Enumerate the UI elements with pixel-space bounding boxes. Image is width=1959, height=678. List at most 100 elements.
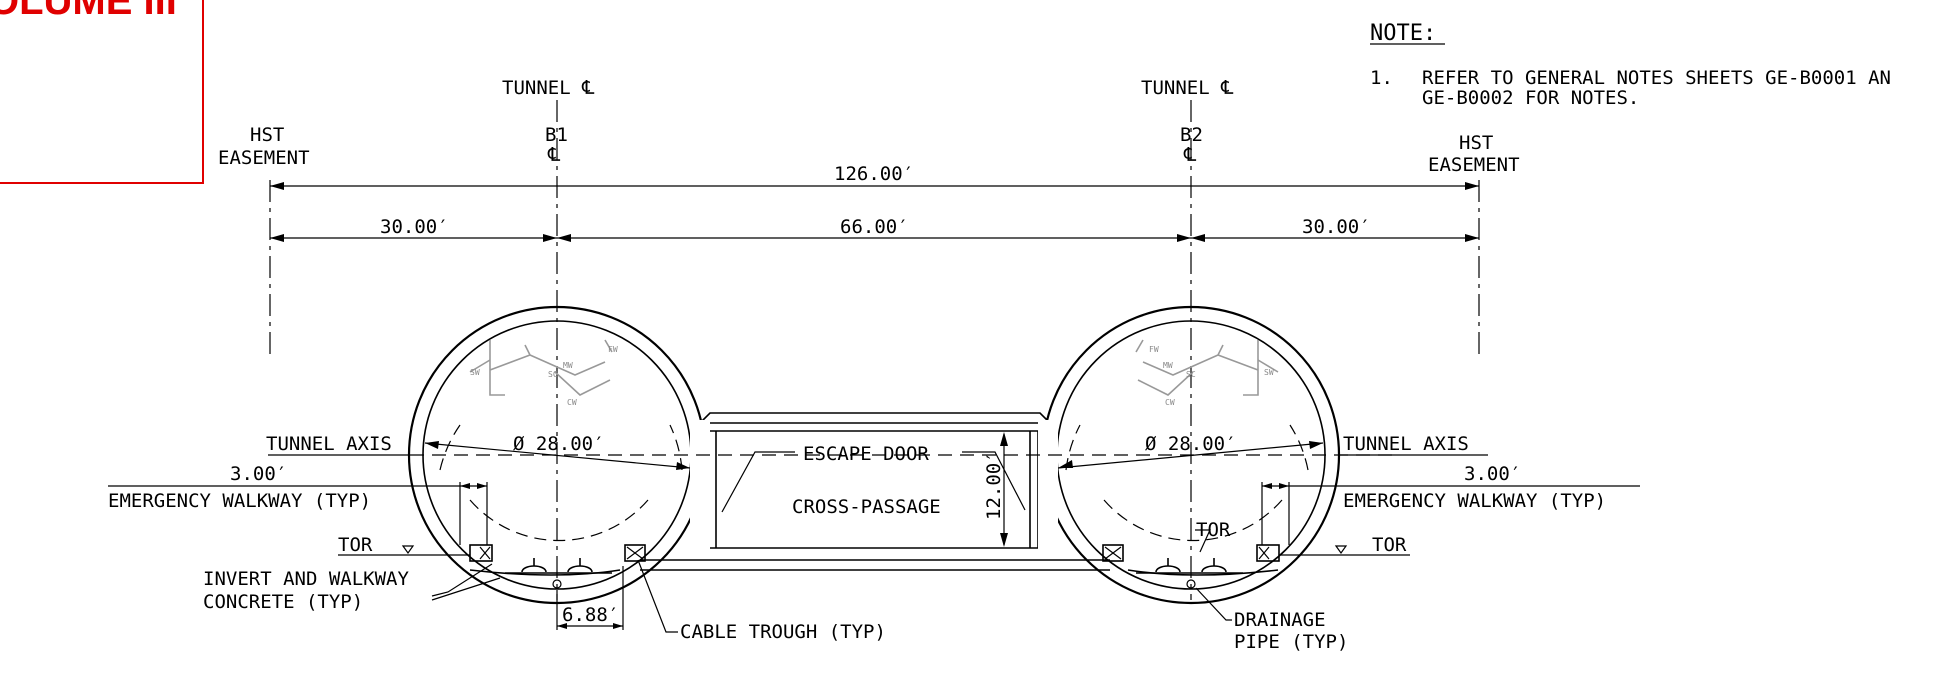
hst-right-label-1: HST [1459,132,1493,154]
tunnel-b2-dynamic-envelope [1103,499,1283,542]
dim-total-text: 126.00′ [834,163,914,185]
tunnel-b1-walkway-cross [479,546,491,560]
tunnel-b1-cable-trough-cross [626,546,644,560]
cable-trough-callout: CABLE TROUGH (TYP) [637,559,886,643]
walkway-right-arrows [1262,483,1289,489]
drainage-label-1: DRAINAGE [1234,609,1326,631]
invert-leader-1 [431,563,493,597]
b1-label: B1 [545,124,568,146]
tunnel-b2-rail-left [1155,565,1181,573]
b2-cl-symbol: ℄ [1183,144,1197,166]
tunnel-b2-invert-line [1127,569,1279,576]
tunnel-b2-diameter-text: Ø 28.00′ [1145,433,1237,455]
tunnel-b1-rail-right [567,565,593,573]
tunnel-b1-diameter-text: Ø 28.00′ [513,433,605,455]
tunnel-axis-right-label: TUNNEL AXIS [1343,433,1469,455]
invert-label-2: CONCRETE (TYP) [203,591,363,613]
cross-passage-roof-slab [694,412,1056,429]
drainage-label-2: PIPE (TYP) [1234,631,1348,653]
tunnel-b1-ocs-mw: MW [563,361,573,370]
tor-right-symbol [1334,545,1348,555]
tunnel-b1-diameter-line [424,442,691,469]
tor-markers: TOR TOR TOR [338,519,1410,556]
tunnel-b1-opening [690,420,710,550]
note-1-line2: GE-B0002 FOR NOTES. [1422,87,1639,109]
tunnel-b1-ocs-frame [489,340,611,396]
hst-left-label-2: EASEMENT [218,147,310,169]
tunnel-cl-left-label: TUNNEL ℄ [502,77,595,99]
tunnel-b2-cable-trough-cross [1104,546,1122,560]
tunnel-b2-ocs-arms [1135,339,1279,373]
escape-door-leader-right [962,451,1026,511]
b2-label: B2 [1180,124,1203,146]
walkway-left-label: EMERGENCY WALKWAY (TYP) [108,490,371,512]
tunnel-axis: TUNNEL AXIS TUNNEL AXIS [266,433,1488,456]
tunnel-b2-ocs-cw: CW [1165,398,1175,407]
emergency-walkway-right: 3.00′ EMERGENCY WALKWAY (TYP) [1261,463,1640,545]
note-1-line1: REFER TO GENERAL NOTES SHEETS GE-B0001 A… [1422,67,1891,89]
dim-mid-text: 66.00′ [840,216,909,238]
tunnel-b2-envelope-left [1065,424,1081,471]
tunnel-b1-ocs-arms [469,339,613,373]
tunnel-b1-ocs-sw: SW [470,368,480,377]
tor-right-top-leader [1195,529,1211,553]
tunnel-b2-envelope-right [1289,424,1309,471]
tunnel-b1-drain-pipe [552,579,562,589]
tunnel-b1-invert-line [469,569,621,576]
walkway-left-arrows [460,483,487,489]
walkway-dim-left-text: 3.00′ [230,463,287,485]
note-1-number: 1. [1370,67,1393,89]
tunnel-cl-right-label: TUNNEL ℄ [1141,77,1234,99]
tunnel-b2-ocs-mw: MW [1163,361,1173,370]
cross-passage-label: CROSS-PASSAGE [792,496,941,518]
drainage-leader [1195,587,1232,621]
escape-door-leader-left [721,451,795,513]
tunnel-b1-ocs-sc: SC [548,370,558,379]
tor-left-symbol [401,545,415,555]
tor-right-label: TOR [1372,534,1407,556]
tunnel-b2-drain-pipe [1186,579,1196,589]
invert-label-1: INVERT AND WALKWAY [203,568,409,590]
tunnel-b1-ocs: FW MW SW SC CW [469,339,618,407]
tunnel-b1-envelope-right [669,424,683,471]
escape-door-label: ESCAPE DOOR [803,443,929,465]
tunnel-b1-rail-left [521,565,547,573]
invert-leader-2 [431,577,501,601]
tunnel-b2-ocs-frame [1137,340,1259,396]
drainage-callout: DRAINAGE PIPE (TYP) [1195,587,1348,653]
cable-trough-label: CABLE TROUGH (TYP) [680,621,886,643]
emergency-walkway-left: 3.00′ EMERGENCY WALKWAY (TYP) [108,463,488,545]
title-stamp-border [0,0,204,184]
height-dim-text: 12.00′ [983,451,1005,520]
tunnel-b1-envelope-left [439,424,461,471]
title-stamp-text: OLUME III [0,0,177,23]
dim-left-text: 30.00′ [380,216,449,238]
hst-left-label-1: HST [250,124,284,146]
tunnel-b1-ocs-cw: CW [567,398,577,407]
tunnel-b2-ocs: FW MW SW SC CW [1135,339,1279,407]
walkway-right-label: EMERGENCY WALKWAY (TYP) [1343,490,1606,512]
invert-callout: INVERT AND WALKWAY CONCRETE (TYP) [203,563,501,613]
tunnel-b2-cable-trough [1102,544,1124,562]
tunnel-b2-ocs-fw: FW [1149,345,1159,354]
dimension-lines: 126.00′ 30.00′ 66.00′ 30.00′ [270,163,1479,242]
b1-cl-symbol: ℄ [547,144,561,166]
notes-block: NOTE: 1. REFER TO GENERAL NOTES SHEETS G… [1370,21,1891,109]
tunnel-b1-ocs-fw: FW [608,345,618,354]
tunnel-b2-ocs-sw: SW [1264,368,1274,377]
title-stamp: OLUME III [0,0,204,184]
track-dim-text: 6.88′ [562,604,619,626]
dim-right-text: 30.00′ [1302,216,1371,238]
height-dim-arrows [1000,432,1008,547]
tor-right-top-label: TOR [1196,519,1231,541]
track-dim: 6.88′ [556,566,624,630]
notes-heading: NOTE: [1370,21,1436,46]
hst-right-label-2: EASEMENT [1428,154,1520,176]
tunnel-b2-walkway-cross [1258,546,1270,560]
tunnel-b1-walkway-block [469,544,493,562]
tor-left-label: TOR [338,534,373,556]
centerline-labels: TUNNEL ℄ TUNNEL ℄ B1 ℄ B2 ℄ HST EASEMENT… [218,77,1520,176]
cable-trough-leader [637,559,678,633]
tunnel-b2-opening [1038,420,1058,550]
